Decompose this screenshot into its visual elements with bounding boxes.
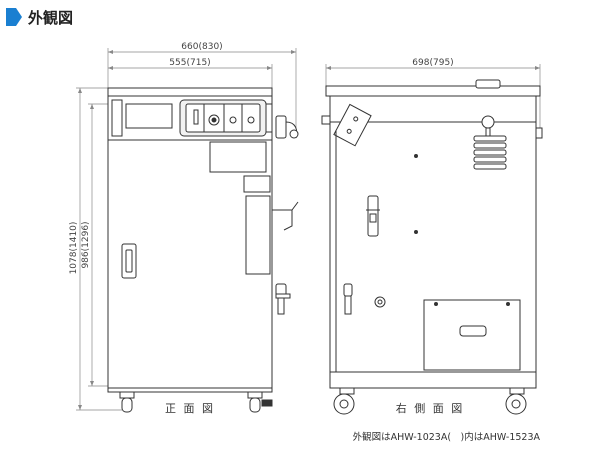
side-vent-louvers <box>473 135 507 170</box>
front-view-label: 正 面 図 <box>165 402 215 415</box>
front-side-cover <box>245 195 271 275</box>
side-depth-text: 698(795) <box>412 58 453 68</box>
front-width-body-text: 555(715) <box>169 58 210 68</box>
front-caster-right <box>247 391 263 399</box>
front-height-overall-text: 1078(1410) <box>69 222 79 275</box>
front-top-cap <box>107 87 273 97</box>
side-top-cap <box>325 85 541 97</box>
side-bracket <box>333 103 372 147</box>
model-note: 外観図はAHW-1023A( )内はAHW-1523A <box>353 431 541 443</box>
side-view-label: 右 側 面 図 <box>396 401 465 415</box>
front-view-drawing <box>107 87 299 413</box>
indicator-lamp-icon <box>247 116 255 124</box>
indicator-lamp-icon <box>229 116 237 124</box>
side-view-drawing <box>321 79 543 415</box>
side-hanger-icon <box>481 115 495 129</box>
heading-title: 外観図 <box>28 8 74 27</box>
front-width-overall-text: 660(830) <box>181 42 222 52</box>
front-height-body-text: 986(1296) <box>81 221 91 268</box>
front-caster-left <box>119 391 135 399</box>
side-panel-handle <box>459 325 487 337</box>
heading-arrow-icon <box>6 8 22 26</box>
front-nameplate <box>125 103 173 129</box>
section-heading: 外観図 <box>6 6 73 28</box>
front-label-panel <box>209 141 267 173</box>
